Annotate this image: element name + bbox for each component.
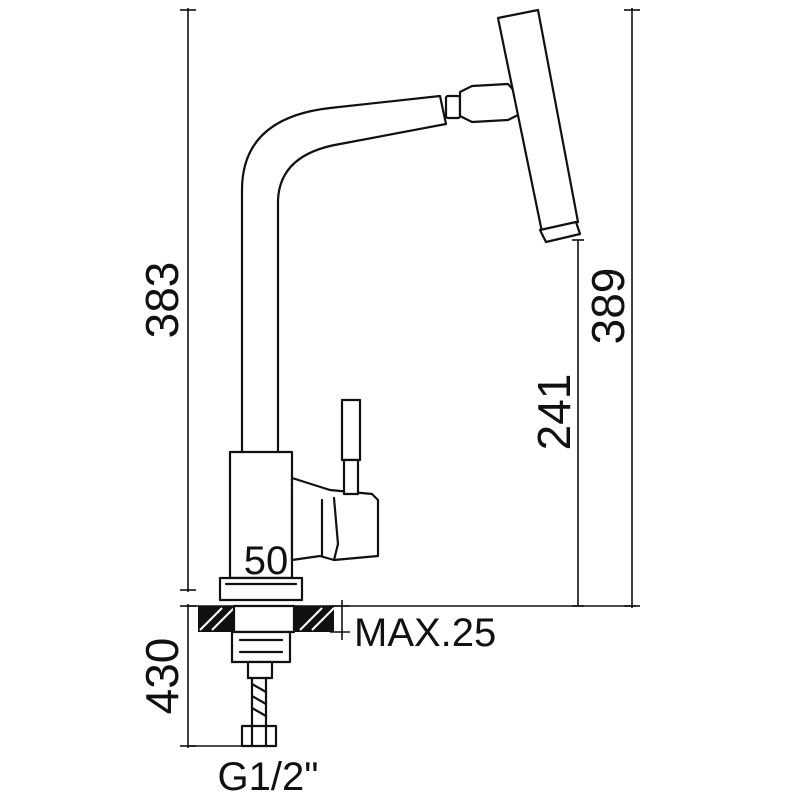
hose-assembly	[230, 630, 292, 748]
label-hose-length: 430	[136, 638, 188, 715]
lever-handle	[340, 398, 362, 462]
label-thread-size: G1/2"	[218, 755, 319, 799]
faucet-body	[218, 8, 582, 602]
label-total-height: 383	[136, 262, 188, 339]
spray-head	[496, 8, 580, 234]
countertop-section	[198, 604, 335, 634]
mounting-nut	[232, 604, 296, 634]
shank-nut	[230, 630, 292, 664]
label-outlet-height: 241	[528, 374, 580, 451]
hose-end-nut	[240, 724, 278, 748]
label-spout-height: 389	[582, 268, 634, 345]
spray-nozzle	[538, 220, 582, 244]
spout-connector	[444, 94, 462, 120]
lever-stem	[342, 458, 360, 496]
label-max-thickness: MAX.25	[354, 611, 496, 655]
dimension-labels: 383 389 241 50 MAX.25 430 G1/2"	[136, 262, 634, 799]
hose-fitting	[246, 660, 274, 680]
label-base-diameter: 50	[244, 539, 289, 583]
